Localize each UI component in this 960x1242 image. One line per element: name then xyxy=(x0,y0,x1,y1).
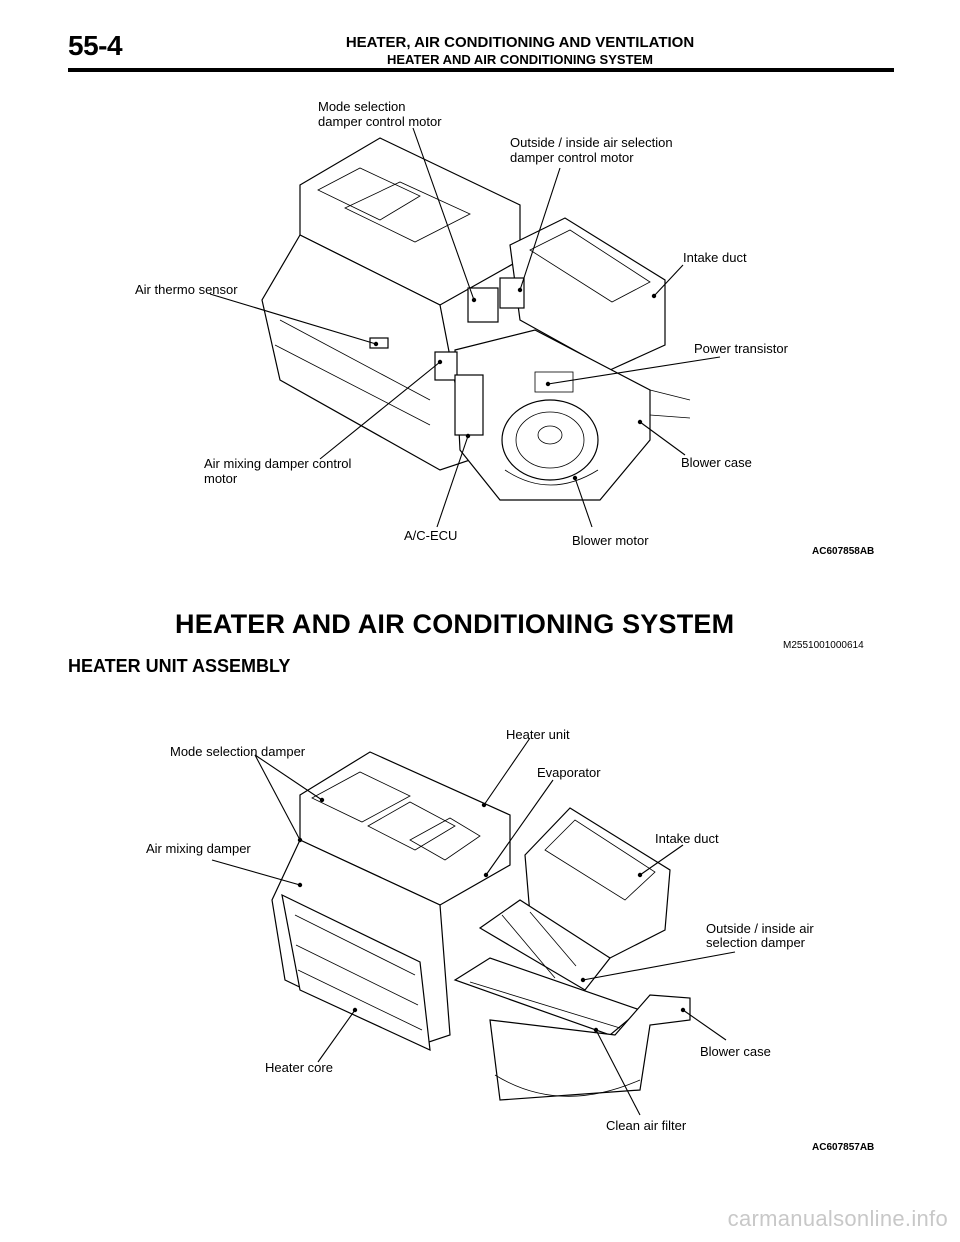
heater-core-drawing xyxy=(281,893,431,1051)
section-title: HEATER AND AIR CONDITIONING SYSTEM xyxy=(175,609,735,639)
figure-id: AC607858AB xyxy=(812,546,875,557)
label-air-mixing-motor-line2: motor xyxy=(204,471,238,486)
air-thermo-sensor-drawing xyxy=(369,337,389,349)
blower-case-drawing xyxy=(489,994,691,1101)
component-layout-diagram: Mode selection damper control motor Outs… xyxy=(135,99,789,548)
label-air-mixing-motor-line1: Air mixing damper control xyxy=(204,456,351,471)
label-air-mixing-damper: Air mixing damper xyxy=(146,841,251,856)
header-divider xyxy=(68,68,894,72)
label-blower-motor: Blower motor xyxy=(572,533,649,548)
label-blower-case: Blower case xyxy=(681,455,752,470)
label-power-transistor: Power transistor xyxy=(694,341,789,356)
chapter-subtitle: HEATER AND AIR CONDITIONING SYSTEM xyxy=(386,52,654,67)
intake-duct-drawing xyxy=(509,217,666,371)
evaporator-drawing xyxy=(478,899,611,991)
label-outside-inside-damper-line1: Outside / inside air xyxy=(706,921,814,936)
heater-unit-assembly-diagram: Heater unit Mode selection damper Evapor… xyxy=(146,727,814,1133)
figure-id: AC607857AB xyxy=(812,1142,875,1153)
label-ac-ecu: A/C-ECU xyxy=(404,528,457,543)
label-air-thermo-sensor: Air thermo sensor xyxy=(135,282,238,297)
heater-unit-drawing xyxy=(261,137,521,471)
label-evaporator: Evaporator xyxy=(537,765,601,780)
label-outside-inside-motor-line1: Outside / inside air selection xyxy=(510,135,673,150)
figure-component-layout: Mode selection damper control motor Outs… xyxy=(0,0,960,600)
label-heater-unit: Heater unit xyxy=(506,727,570,742)
label-heater-core: Heater core xyxy=(265,1060,333,1075)
label-outside-inside-damper-line2: selection damper xyxy=(706,935,806,950)
watermark-text: carmanualsonline.info xyxy=(727,1206,948,1231)
chapter-title: HEATER, AIR CONDITIONING AND VENTILATION xyxy=(345,34,695,51)
label-outside-inside-motor-line2: damper control motor xyxy=(510,150,634,165)
label-intake-duct: Intake duct xyxy=(683,250,747,265)
page-number: 55-4 xyxy=(68,30,123,61)
label-mode-motor-line2: damper control motor xyxy=(318,114,442,129)
mode-motor-drawing xyxy=(467,287,499,323)
ac-ecu-drawing xyxy=(454,374,484,436)
label-blower-case: Blower case xyxy=(700,1044,771,1059)
label-mode-selection-damper: Mode selection damper xyxy=(170,744,306,759)
blower-motor-drawing xyxy=(501,399,599,486)
section-code: M2551001000614 xyxy=(783,640,864,651)
outside-inside-motor-drawing xyxy=(499,277,525,309)
label-clean-air-filter: Clean air filter xyxy=(606,1118,687,1133)
sub-section-title: HEATER UNIT ASSEMBLY xyxy=(68,656,291,676)
label-mode-motor-line1: Mode selection xyxy=(318,99,405,114)
label-intake-duct: Intake duct xyxy=(655,831,719,846)
figure-heater-unit-assembly: Heater unit Mode selection damper Evapor… xyxy=(0,690,960,1170)
air-mixing-motor-drawing xyxy=(434,351,458,381)
